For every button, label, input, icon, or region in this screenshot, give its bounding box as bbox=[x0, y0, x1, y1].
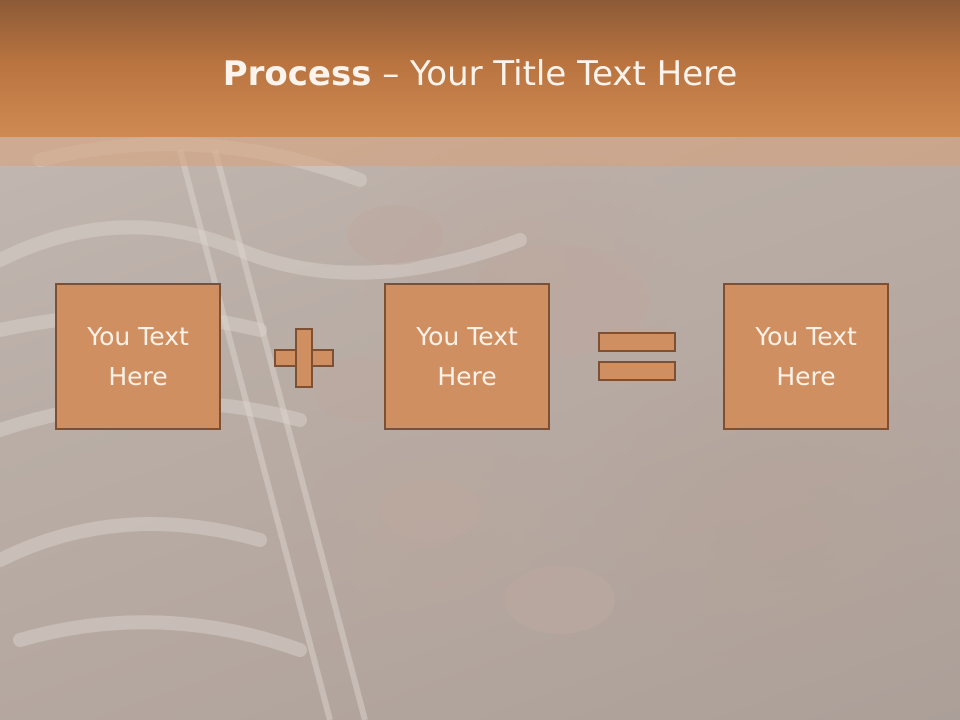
process-box-3[interactable]: You Text Here bbox=[723, 283, 889, 430]
equals-top-bar bbox=[598, 332, 676, 352]
process-box-1-text: You Text Here bbox=[87, 321, 189, 391]
process-box-3-text: You Text Here bbox=[755, 321, 857, 391]
slide-title[interactable]: Process – Your Title Text Here bbox=[0, 52, 960, 96]
plus-center-fill bbox=[297, 351, 311, 365]
title-underline-strip bbox=[0, 137, 960, 166]
process-box-1[interactable]: You Text Here bbox=[55, 283, 221, 430]
process-box-2-text: You Text Here bbox=[416, 321, 518, 391]
title-bold-part: Process bbox=[222, 54, 372, 94]
title-bar bbox=[0, 0, 960, 137]
process-box-2[interactable]: You Text Here bbox=[384, 283, 550, 430]
equals-bottom-bar bbox=[598, 361, 676, 381]
title-rest: – Your Title Text Here bbox=[371, 54, 738, 94]
